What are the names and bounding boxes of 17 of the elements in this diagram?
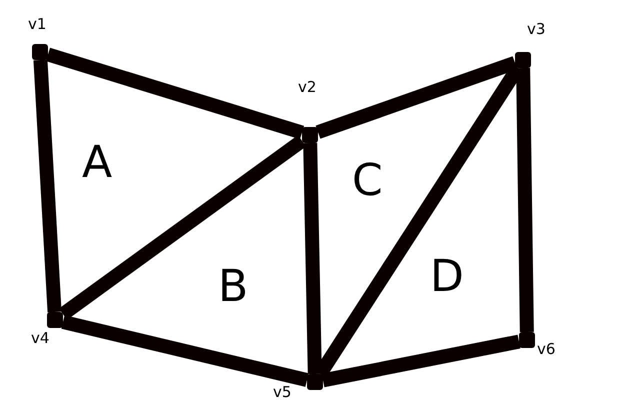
face-label: B <box>218 262 248 312</box>
vertex-label: v3 <box>527 20 546 38</box>
mesh-edge <box>322 334 520 388</box>
face-label: A <box>82 138 112 188</box>
face-label: D <box>430 252 464 302</box>
mesh-edge <box>303 142 322 374</box>
vertex-label: v5 <box>273 383 292 400</box>
mesh-edge <box>61 315 309 387</box>
mesh-edge <box>46 48 304 140</box>
vertex-label: v1 <box>28 15 46 33</box>
mesh-edge <box>516 68 534 332</box>
mesh-edge <box>33 60 62 312</box>
face-label: C <box>352 156 383 206</box>
vertex-label: v4 <box>31 329 50 347</box>
vertex-label: v2 <box>298 78 316 96</box>
vertex-label: v6 <box>537 340 556 358</box>
mesh-edge <box>316 56 518 139</box>
